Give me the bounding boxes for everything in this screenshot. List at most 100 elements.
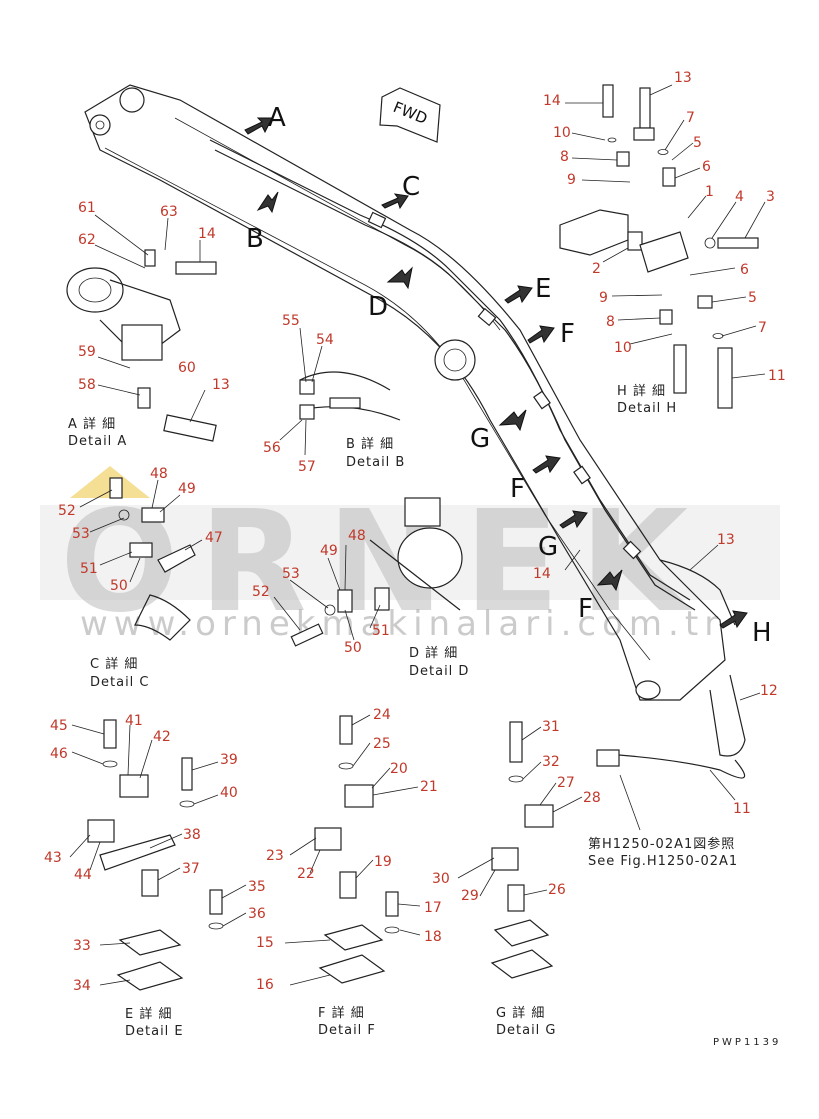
- bolt-39: [181, 757, 193, 791]
- clamp-plate-15: [323, 924, 384, 951]
- clamp-41: [119, 774, 149, 798]
- front-hose-13: [659, 559, 736, 626]
- part-label: 9: [599, 290, 608, 306]
- part-label: 7: [686, 110, 695, 126]
- part-label: 54: [316, 332, 334, 348]
- part-label: 46: [50, 746, 68, 762]
- washer-46: [102, 760, 118, 768]
- part-label: 27: [557, 775, 575, 791]
- detail-g: [490, 721, 554, 979]
- part-label: 63: [160, 204, 178, 220]
- part-label: 25: [373, 736, 391, 752]
- clamp-43: [87, 819, 115, 843]
- bolt-52-d: [290, 623, 324, 647]
- clamp-54: [299, 379, 315, 395]
- fitting-5-bottom: [697, 295, 713, 309]
- clamp-plate-16: [318, 954, 386, 984]
- arrow-f-3: [596, 569, 623, 592]
- part-label: 11: [733, 801, 751, 817]
- clamp-plate-34: [116, 961, 184, 991]
- part-label: 5: [693, 135, 702, 151]
- part-label: 4: [735, 189, 744, 205]
- cylinder-head: [66, 267, 124, 313]
- part-label: 48: [150, 466, 168, 482]
- boom-foot-pin-2: [89, 114, 111, 136]
- bolt-11-right: [717, 347, 733, 409]
- clamp-57: [299, 404, 315, 420]
- boom-upper-edge: [174, 117, 501, 331]
- part-label: 53: [282, 566, 300, 582]
- part-label: 47: [205, 530, 223, 546]
- detail-f: [314, 715, 400, 984]
- arrow-b: [256, 191, 279, 214]
- part-label: 10: [553, 125, 571, 141]
- view-letter-a: A: [268, 103, 286, 133]
- arrow-d: [386, 266, 413, 290]
- view-letter-labels: A B C D E F G F G F H: [246, 103, 772, 648]
- view-letter-g-2: G: [538, 532, 558, 562]
- caption-detail-d-jp: D 詳 細: [409, 645, 458, 661]
- part-label: 52: [58, 503, 76, 519]
- part-label: 50: [344, 640, 362, 656]
- part-label: 7: [758, 320, 767, 336]
- oring-7-bottom: [712, 333, 724, 339]
- caption-detail-c-jp: C 詳 細: [90, 656, 138, 672]
- part-label: 58: [78, 377, 96, 393]
- detail-e: [87, 719, 224, 991]
- part-label: 56: [263, 440, 281, 456]
- part-label: 6: [740, 262, 749, 278]
- clamp-20: [344, 784, 374, 808]
- boom-clamp-2: [477, 307, 497, 327]
- part-label: 32: [542, 754, 560, 770]
- fwd-arrow-shape: [379, 87, 441, 143]
- part-label: 53: [72, 526, 90, 542]
- plate-38: [99, 834, 176, 871]
- reference-jp: 第H1250-02A1図参照: [588, 836, 735, 852]
- part-label: 17: [424, 900, 442, 916]
- hose-13-detail-a: [163, 414, 217, 442]
- detail-b-pipe-lower: [299, 406, 401, 421]
- caption-detail-g-en: Detail G: [496, 1023, 557, 1038]
- boss-d: [397, 527, 463, 589]
- arrow-g-2: [559, 510, 588, 529]
- part-label: 30: [432, 871, 450, 887]
- detail-captions: A 詳 細 Detail A B 詳 細 Detail B C 詳 細 Deta…: [68, 383, 781, 1048]
- arrow-g: [498, 409, 527, 432]
- clamp-49-c: [141, 507, 165, 523]
- fitting-8-top: [616, 151, 630, 167]
- part-label: 36: [248, 906, 266, 922]
- part-label: 21: [420, 779, 438, 795]
- part-label: 6: [702, 159, 711, 175]
- bolt-14-detail-a: [175, 261, 217, 275]
- bolt-24: [339, 715, 353, 745]
- view-letter-h: H: [752, 618, 772, 648]
- part-label: 3: [766, 189, 775, 205]
- arrow-c: [381, 193, 409, 210]
- plate-2: [627, 231, 643, 251]
- detail-h: [559, 84, 759, 409]
- part-label: 20: [390, 761, 408, 777]
- part-label: 15: [256, 935, 274, 951]
- oring-7-top: [657, 149, 669, 155]
- arrow-f-2: [532, 455, 561, 474]
- caption-detail-b-en: Detail B: [346, 455, 405, 470]
- valve-d: [404, 497, 441, 527]
- boom-tip-pin: [635, 680, 661, 700]
- view-letter-f-2: F: [510, 474, 525, 504]
- figure-code: PWP1139: [713, 1037, 781, 1048]
- part-label: 26: [548, 882, 566, 898]
- hose-12: [709, 674, 746, 757]
- washer-25: [338, 762, 354, 770]
- fitting-6-top: [662, 167, 676, 187]
- part-label: 43: [44, 850, 62, 866]
- boom-cylinder-boss-inner: [443, 348, 467, 372]
- elbow-58: [137, 387, 151, 409]
- part-label: 11: [768, 368, 786, 384]
- part-label: 51: [372, 623, 390, 639]
- block-1: [639, 231, 689, 273]
- part-label: 31: [542, 719, 560, 735]
- caption-detail-e-jp: E 詳 細: [125, 1006, 172, 1022]
- detail-b-pipe-upper: [299, 371, 391, 391]
